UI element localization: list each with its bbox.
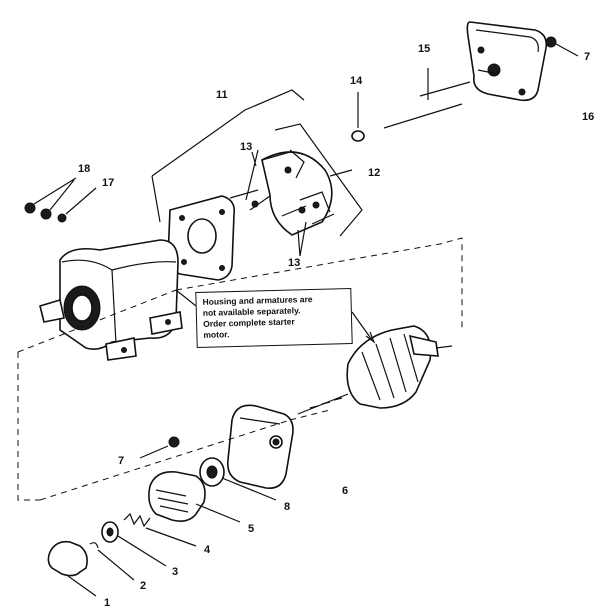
starter-housing — [39, 239, 197, 361]
part-7-screw-top — [545, 36, 579, 57]
part-15-through-bolts — [383, 68, 471, 129]
callout-11: 11 — [216, 89, 228, 101]
callout-14: 14 — [350, 75, 363, 87]
callout-6: 6 — [342, 485, 348, 497]
notice-box: Housing and armatures are not available … — [195, 287, 353, 349]
part-16-end-cap — [466, 21, 548, 102]
part-8-spacer — [199, 457, 277, 501]
callout-5: 5 — [248, 523, 254, 535]
callout-3: 3 — [172, 566, 178, 578]
callout-1: 1 — [104, 597, 110, 609]
part-13-brushes — [229, 149, 335, 257]
part-12-brush-assembly — [249, 123, 363, 237]
notice-line-4: motor. — [203, 329, 230, 340]
callout-13-upper: 13 — [240, 141, 252, 153]
part-2-retaining-ring — [89, 542, 135, 581]
callout-15: 15 — [418, 43, 430, 55]
callout-8: 8 — [284, 501, 290, 513]
armature — [297, 325, 453, 415]
part-5-drive-pinion — [148, 470, 241, 523]
part-14-clip — [351, 92, 365, 142]
callout-16: 16 — [582, 111, 594, 123]
part-11-brush-plate — [151, 89, 305, 281]
part-6-drive-end-cap — [226, 404, 294, 490]
callout-7-lower: 7 — [118, 455, 124, 467]
callout-12: 12 — [368, 167, 380, 179]
callout-7-upper: 7 — [584, 51, 590, 63]
callout-2: 2 — [140, 580, 146, 592]
callout-18: 18 — [78, 163, 90, 175]
part-3-washer — [101, 521, 167, 567]
alignment-lines — [17, 237, 463, 501]
callout-17: 17 — [102, 177, 114, 189]
part-1-cap — [47, 540, 97, 597]
part-7-screw-lower — [139, 436, 180, 459]
part-4-spring — [123, 512, 197, 547]
parts-17-18-terminals — [24, 177, 97, 223]
callout-13-lower: 13 — [288, 257, 300, 269]
callout-4: 4 — [204, 544, 211, 556]
